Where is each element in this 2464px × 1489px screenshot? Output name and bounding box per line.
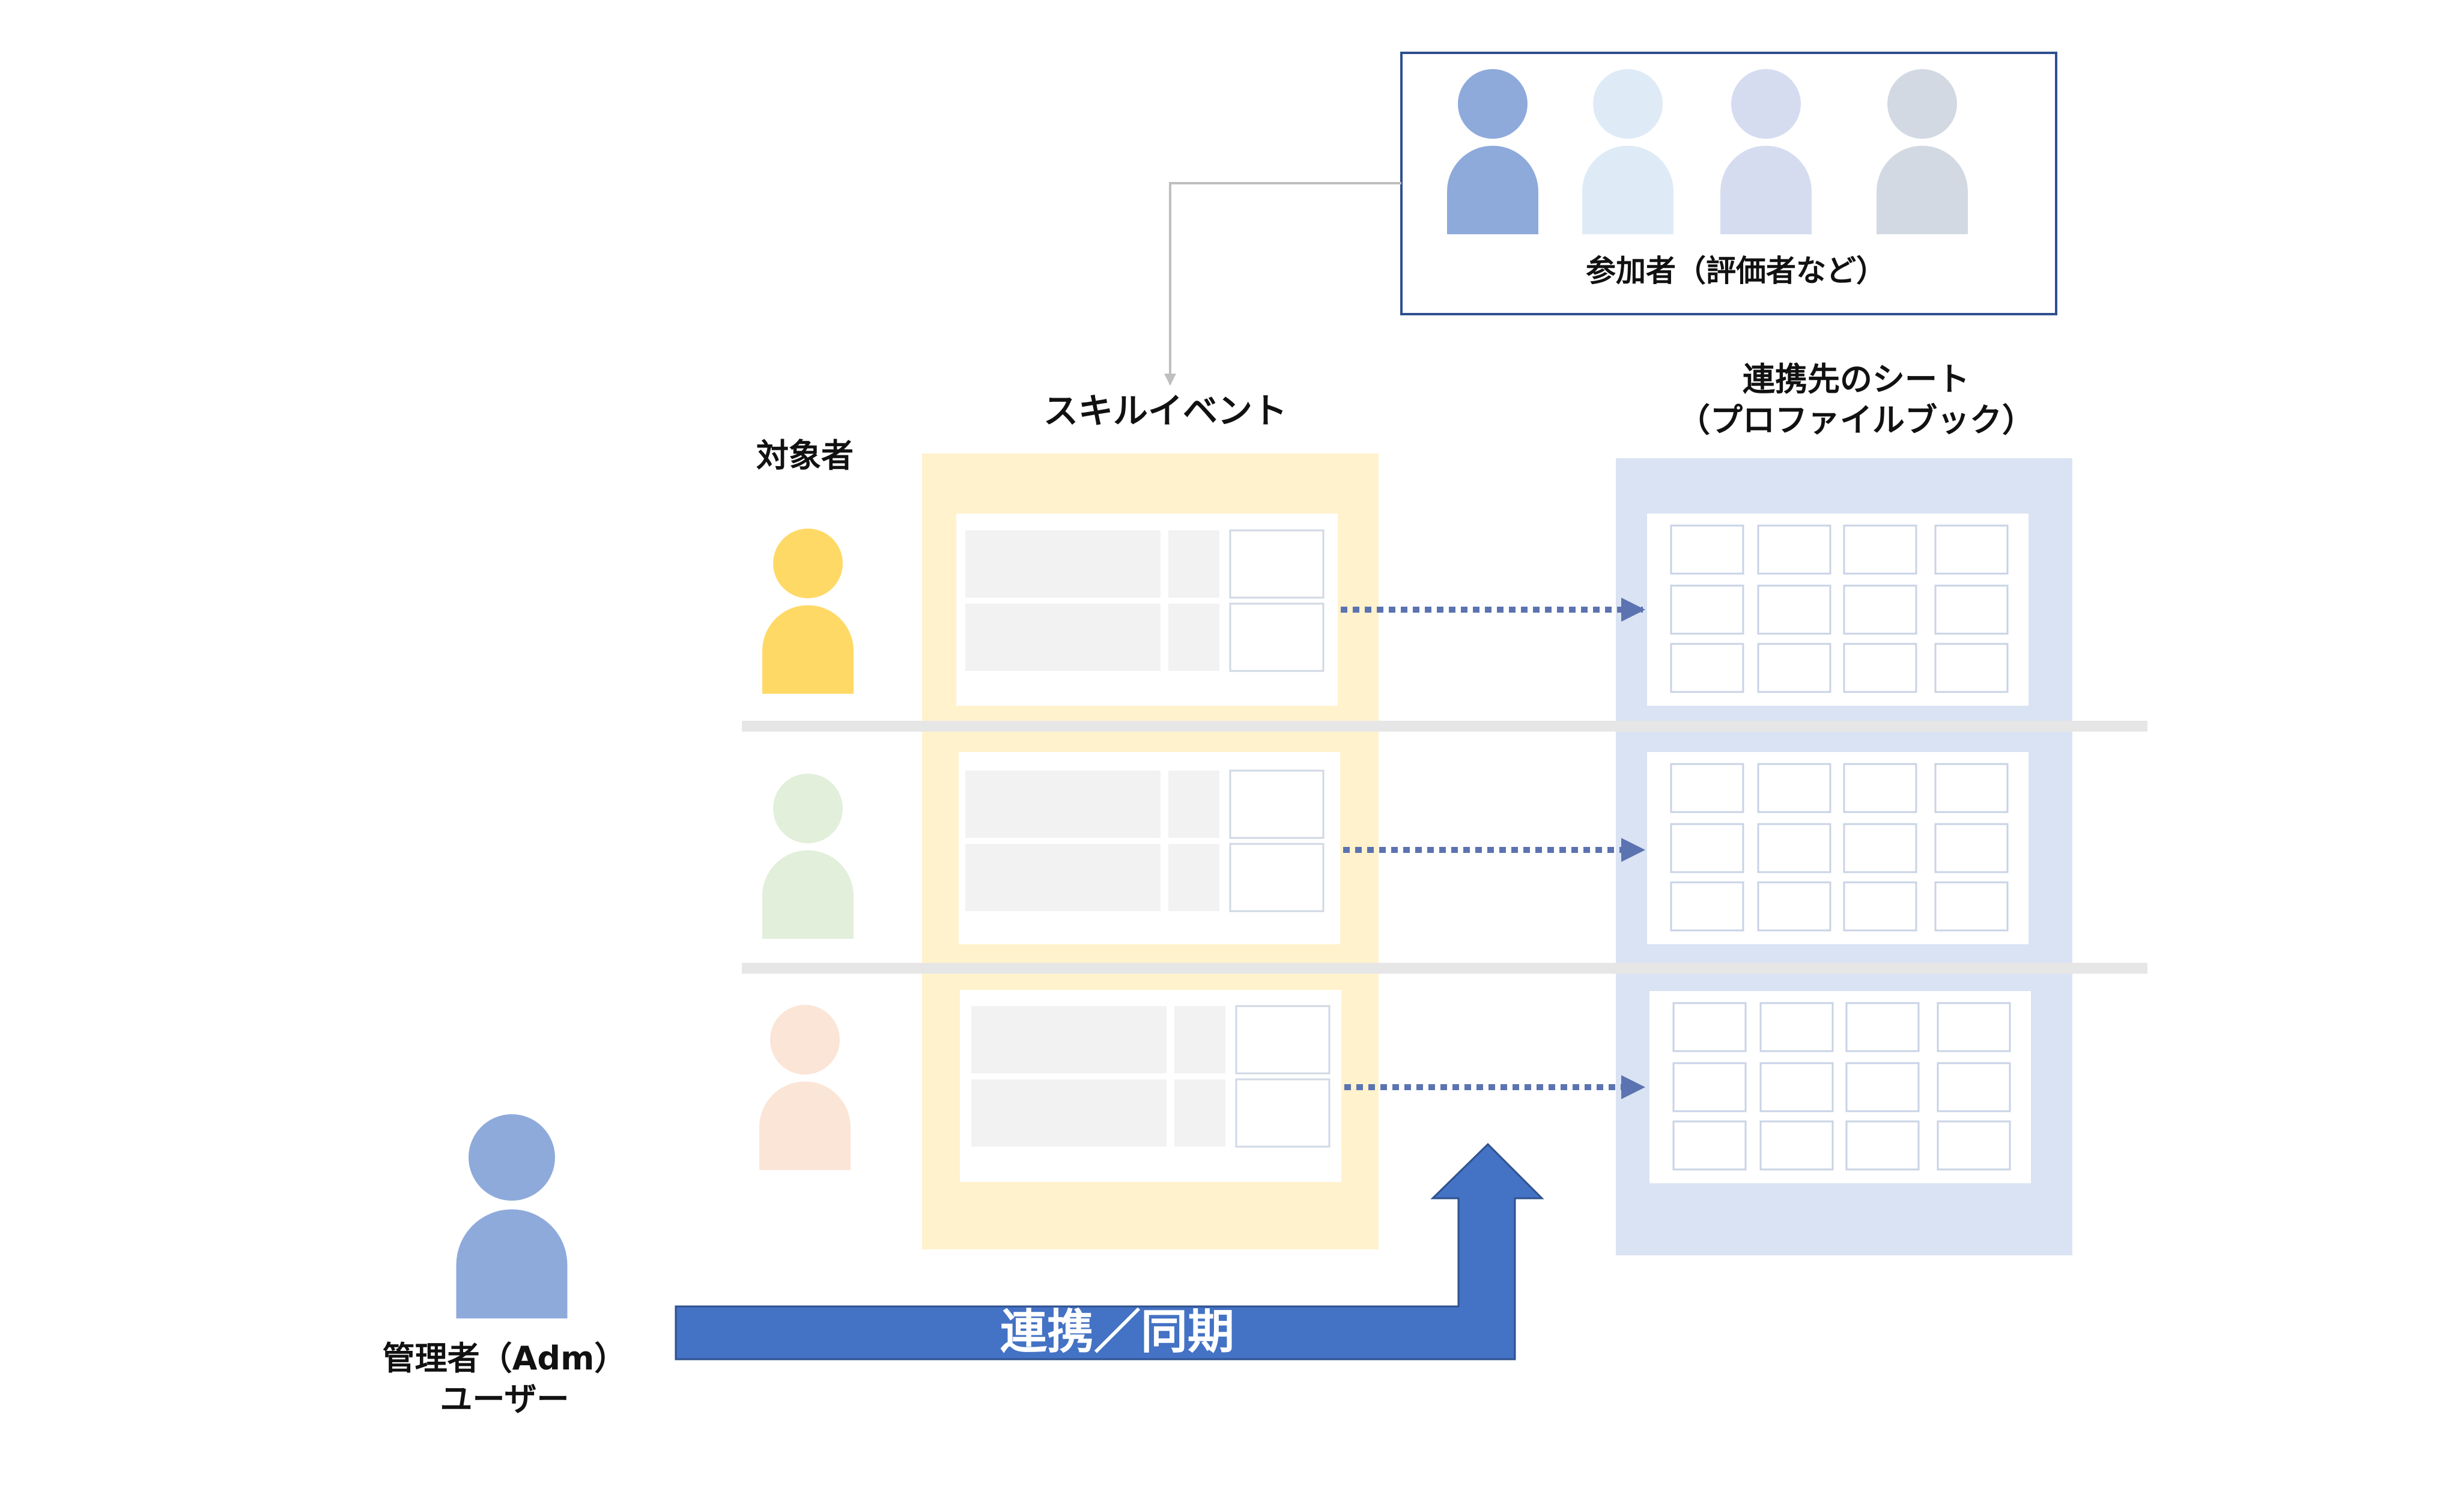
sheet-grids: [1647, 514, 2031, 1183]
sheet-cell: [1843, 643, 1917, 693]
sync-arrow: [675, 1142, 1544, 1360]
sheet-cell: [1670, 763, 1744, 813]
sheet-cell: [1670, 584, 1744, 635]
sheet-label-line2: （プロファイルブック）: [1678, 401, 2035, 439]
participant-icon-1: [1447, 69, 1538, 234]
sheet-cell: [1672, 1062, 1747, 1112]
sheet-cell: [1934, 881, 2009, 932]
event-form-3: [960, 990, 1341, 1182]
participants-connector: [1164, 182, 1401, 386]
sheet-label: 連携先のシート （プロファイルブック）: [1586, 359, 2126, 440]
sheet-cell: [1937, 1062, 2011, 1112]
admin-person-icon: [456, 1114, 568, 1318]
sheet-cell: [1670, 643, 1744, 693]
sheet-cell: [1934, 584, 2009, 635]
event-form-1: [956, 514, 1338, 706]
sheet-cell: [1757, 584, 1831, 635]
participant-icon-2: [1582, 69, 1674, 234]
sheet-cell: [1843, 524, 1917, 575]
sheet-cell: [1934, 823, 2009, 873]
sync-label: 連携／同期: [1000, 1305, 1234, 1359]
target-person-icon-1: [762, 529, 854, 694]
sheet-cell: [1843, 881, 1917, 932]
sheet-cell: [1843, 584, 1917, 635]
row-separator-2: [742, 963, 2147, 974]
target-label: 対象者: [756, 437, 854, 475]
sheet-cell: [1845, 1002, 1920, 1052]
sheet-cell: [1757, 881, 1831, 932]
participants-label: 参加者（評価者など）: [1586, 253, 1886, 288]
sheet-cell: [1934, 763, 2009, 813]
sheet-panel-2: [1647, 752, 2029, 944]
participant-icon-4: [1877, 69, 1968, 234]
skill-event-label: スキルイベント: [1043, 390, 1287, 431]
sheet-cell: [1757, 823, 1831, 873]
sheet-cell: [1843, 763, 1917, 813]
sheet-cell: [1672, 1120, 1747, 1171]
sheet-cell: [1759, 1062, 1834, 1112]
target-person-icon-2: [762, 774, 854, 939]
row-separator-1: [742, 721, 2147, 732]
sheet-cell: [1759, 1120, 1834, 1171]
admin-label-line1: 管理者（Adm）: [382, 1339, 627, 1377]
sheet-cell: [1845, 1120, 1920, 1171]
sheet-cell: [1670, 881, 1744, 932]
sheet-cell: [1845, 1062, 1920, 1112]
sheet-cell: [1934, 643, 2009, 693]
sheet-cell: [1757, 763, 1831, 813]
admin-label: 管理者（Adm） ユーザー: [348, 1338, 661, 1419]
target-person-icon-3: [759, 1005, 851, 1170]
sheet-cell: [1843, 823, 1917, 873]
sheet-cell: [1759, 1002, 1834, 1052]
sheet-panel-3: [1649, 991, 2031, 1183]
persons-layer: [456, 69, 1968, 1318]
sheet-cell: [1937, 1002, 2011, 1052]
participant-icon-3: [1720, 69, 1812, 234]
sheet-cell: [1672, 1002, 1747, 1052]
sheet-cell: [1670, 823, 1744, 873]
sheet-cell: [1757, 524, 1831, 575]
sheet-cell: [1937, 1120, 2011, 1171]
sheet-panel-1: [1647, 514, 2029, 706]
sheet-label-line1: 連携先のシート: [1743, 360, 1970, 398]
sheet-cell: [1934, 524, 2009, 575]
admin-label-line2: ユーザー: [440, 1380, 569, 1418]
sheet-cell: [1757, 643, 1831, 693]
event-form-2: [959, 752, 1340, 944]
sheet-cell: [1670, 524, 1744, 575]
